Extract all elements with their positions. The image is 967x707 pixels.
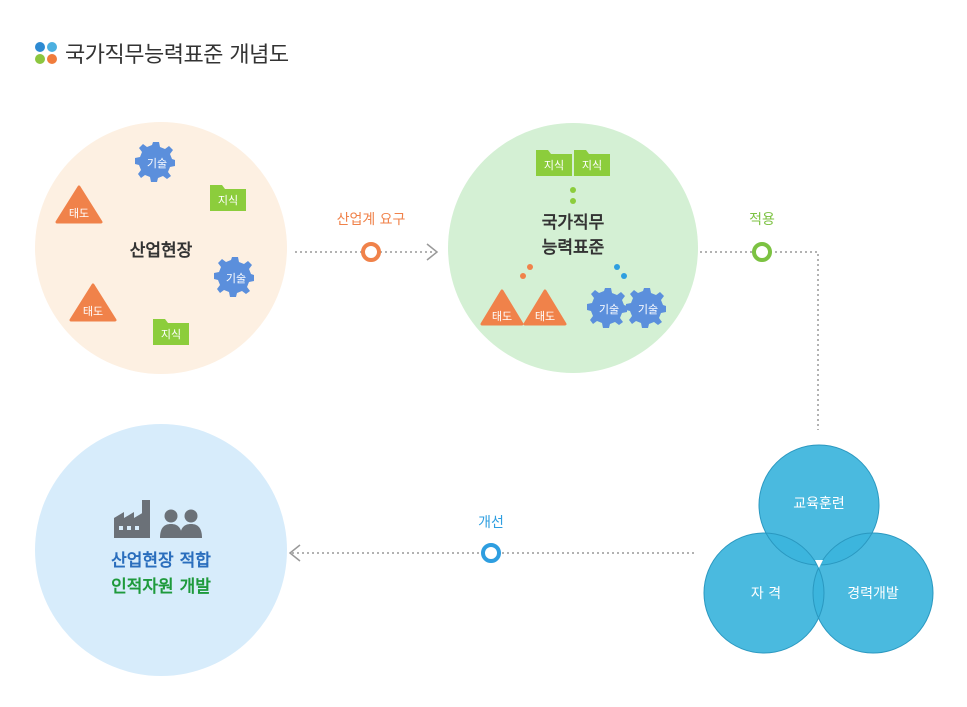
svg-text:태도: 태도 [492, 310, 512, 323]
triangle-icon: 태도 [55, 185, 103, 224]
gear-icon: 기술 [135, 142, 175, 182]
gear-icon: 기술 [626, 288, 666, 328]
folder-icon: 지식 [574, 150, 610, 176]
svg-text:지식: 지식 [544, 159, 564, 172]
ncs-dot [520, 273, 526, 279]
svg-text:지식: 지식 [161, 328, 181, 341]
ncs-circle: 국가직무 능력표준 지식 지식 태도 태도 기술 기술 [448, 123, 698, 373]
ncs-dot [614, 264, 620, 270]
folder-icon: 지식 [536, 150, 572, 176]
venn-circle-right [813, 533, 933, 653]
improve-marker [481, 543, 501, 563]
venn-circle-left [704, 533, 824, 653]
people-icon [160, 509, 202, 538]
apply-marker [752, 242, 772, 262]
title-dots-icon [35, 42, 57, 64]
connector-apply: 적용 [700, 212, 819, 430]
folder-icon: 지식 [210, 185, 246, 211]
ncs-dot [570, 198, 576, 204]
field-circle: 산업현장 기술 기술 지식 지식 태도 태도 [35, 122, 287, 374]
svg-text:태도: 태도 [83, 305, 103, 318]
talent-label-line2: 인적자원 개발 [111, 577, 211, 597]
venn-left-label: 자 격 [751, 586, 781, 602]
svg-text:기술: 기술 [638, 303, 658, 316]
svg-text:기술: 기술 [226, 272, 246, 285]
ncs-dot [621, 273, 627, 279]
gear-icon: 기술 [214, 257, 254, 297]
svg-text:지식: 지식 [218, 194, 238, 207]
connector-improve: 개선 [288, 515, 696, 563]
page-title: 국가직무능력표준 개념도 [35, 38, 289, 68]
connector-demand: 산업계 요구 [295, 212, 439, 262]
triangle-icon: 태도 [523, 289, 567, 326]
venn-right-label: 경력개발 [847, 586, 899, 602]
svg-text:지식: 지식 [582, 159, 602, 172]
field-label: 산업현장 [130, 241, 193, 261]
svg-text:기술: 기술 [599, 303, 619, 316]
triangle-icon: 태도 [480, 289, 524, 326]
triangle-icon: 태도 [69, 283, 117, 322]
factory-icon [114, 500, 150, 538]
ncs-dot [527, 264, 533, 270]
svg-text:태도: 태도 [69, 207, 89, 220]
gear-icon: 기술 [587, 288, 627, 328]
ncs-label-line1: 국가직무 [542, 213, 605, 233]
demand-marker [361, 242, 381, 262]
venn-circle-top [759, 445, 879, 565]
ncs-label-line2: 능력표준 [542, 238, 605, 258]
page-title-text: 국가직무능력표준 개념도 [65, 43, 289, 68]
venn-top-label: 교육훈련 [793, 496, 845, 512]
talent-label-line1: 산업현장 적합 [111, 550, 211, 571]
svg-text:태도: 태도 [535, 310, 555, 323]
demand-label: 산업계 요구 [337, 212, 406, 228]
talent-circle: 산업현장 적합 인적자원 개발 [35, 424, 287, 676]
apply-label: 적용 [749, 212, 775, 228]
ncs-dot [570, 187, 576, 193]
venn-diagram: 교육훈련 자 격 경력개발 [703, 444, 934, 654]
improve-label: 개선 [478, 515, 504, 531]
folder-icon: 지식 [153, 319, 189, 345]
venn-center-mark [815, 560, 823, 568]
svg-text:기술: 기술 [147, 157, 167, 170]
